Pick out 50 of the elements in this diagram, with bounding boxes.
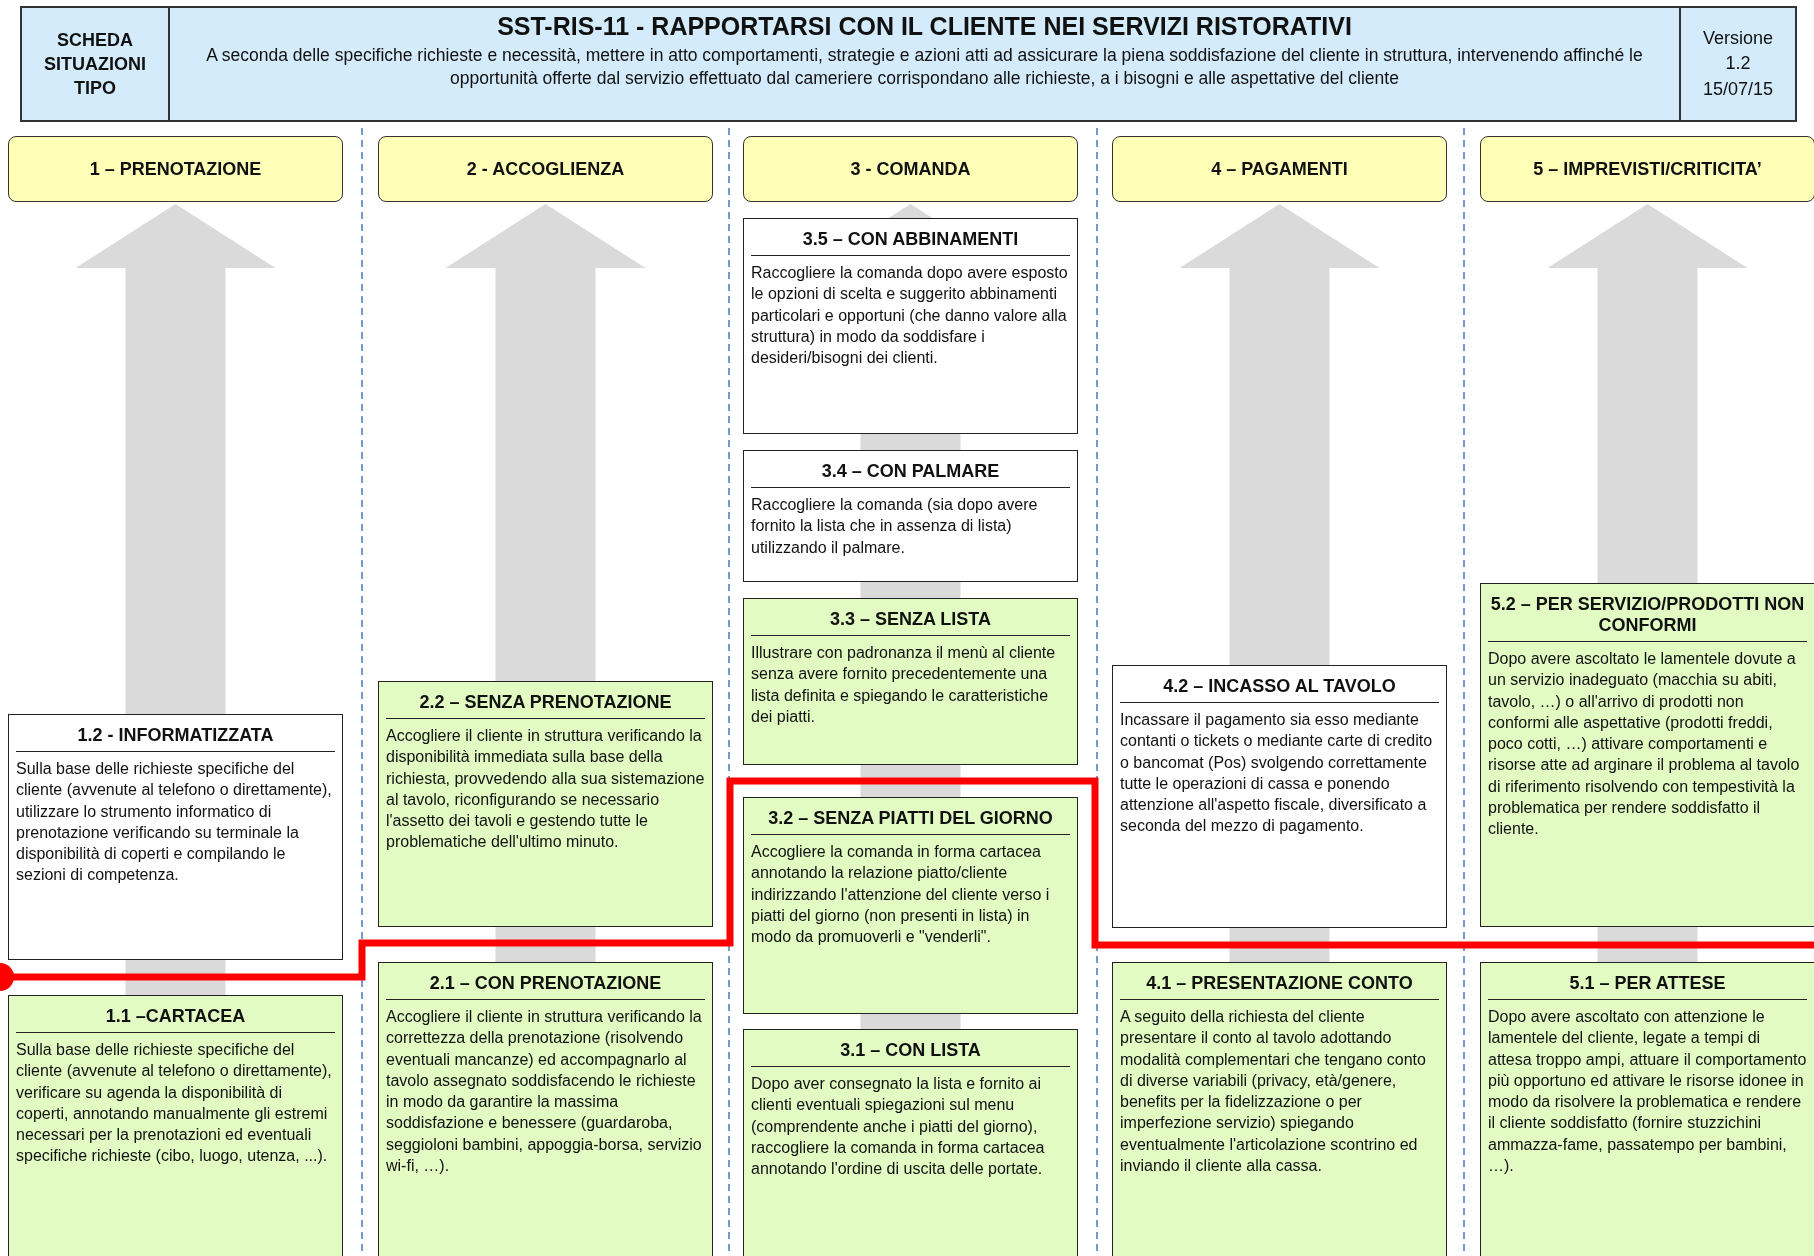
card-heading: 1.2 - INFORMATIZZATA bbox=[16, 719, 335, 752]
card-heading: 3.4 – CON PALMARE bbox=[751, 455, 1070, 488]
step-card bbox=[378, 681, 713, 927]
step-card bbox=[1112, 665, 1447, 928]
column-header: 3 - COMANDA bbox=[743, 136, 1078, 202]
header-label: SCHEDA SITUAZIONI TIPO bbox=[43, 28, 147, 101]
step-card bbox=[1480, 962, 1814, 1256]
card-text: Accogliere la comanda in forma cartacea annotando la relazione piatto/cliente indirizzando l'attenzione del cliente verso i piatti del giorno (non presenti in lista) in modo da promuoverli e "venderli". bbox=[751, 842, 1051, 948]
card-text: Dopo avere ascoltato le lamentele dovute a un servizio inadeguato (macchia su abiti, tavolo, …) o all'arrivo di prodotti non conformi alle aspettative (prodotti freddi, poco cotti, …) attivare comportamenti e risorse atte ad arginare il problema al tavolo di riferimento risolvendo con tempestività la problematica per rendere soddisfatto il cliente. bbox=[1488, 649, 1801, 840]
card-text: Incassare il pagamento sia esso mediante contanti o tickets o mediante carte di credito o bancomat (Pos) svolgendo correttamente tutte le operazioni di cassa e ponendo attenzione all'aspetto fiscale, diversificato a seconda del mezzo di pagamento. bbox=[1120, 710, 1434, 837]
card-heading: 5.1 – PER ATTESE bbox=[1488, 967, 1807, 1000]
step-card bbox=[378, 962, 713, 1256]
card-text: Accogliere il cliente in struttura verificando la correttezza della prenotazione (risolvendo eventuali mancanze) ed accompagnarlo al tavolo assegnato soddisfacendo le richieste in modo da garantire la massima soddisfazione e benessere (guardaroba, seggioloni bambini, appoggia-borsa, servizio wi-fi, …). bbox=[386, 1007, 703, 1176]
column-header: 4 – PAGAMENTI bbox=[1112, 136, 1447, 202]
card-heading: 4.2 – INCASSO AL TAVOLO bbox=[1120, 670, 1439, 703]
column-header: 5 – IMPREVISTI/CRITICITA’ bbox=[1480, 136, 1814, 202]
step-card bbox=[1480, 583, 1814, 927]
card-heading: 5.2 – PER SERVIZIO/PRODOTTI NON CONFORMI bbox=[1488, 588, 1807, 642]
card-heading: 2.1 – CON PRENOTAZIONE bbox=[386, 967, 705, 1000]
version-text: 15/07/15 bbox=[1702, 77, 1774, 101]
column-header: 1 – PRENOTAZIONE bbox=[8, 136, 343, 202]
card-heading: 3.2 – SENZA PIATTI DEL GIORNO bbox=[751, 802, 1070, 835]
card-text: Raccogliere la comanda dopo avere esposto le opzioni di scelta e suggerito abbinamenti particolari e opportuni (che danno valore alla struttura) in modo da soddisfare i desideri/bisogni dei clienti. bbox=[751, 263, 1069, 369]
card-heading: 2.2 – SENZA PRENOTAZIONE bbox=[386, 686, 705, 719]
step-card bbox=[8, 995, 343, 1256]
card-text: Dopo aver consegnato la lista e fornito ai clienti eventuali spiegazioni sul menu (comprendente anche i piatti del giorno), raccogliere la comanda in forma cartacea annotando l'ordine di uscita delle portate. bbox=[751, 1074, 1046, 1180]
card-text: A seguito della richiesta del cliente presentare il conto al tavolo adottando modalità complementari che tengano conto di diverse variabili (privacy, età/genere, benefits per la fidelizzazione o per imperfezione servizio) spiegando eventualmente l'articolazione scontrino ed inviando il cliente alla cassa. bbox=[1120, 1007, 1427, 1176]
version-text: Versione bbox=[1702, 27, 1774, 51]
step-card bbox=[8, 714, 343, 960]
card-text: Raccogliere la comanda (sia dopo avere fornito la lista che in assenza di lista) utilizzando il palmare. bbox=[751, 495, 1039, 558]
card-heading: 3.1 – CON LISTA bbox=[751, 1034, 1070, 1067]
card-heading: 3.3 – SENZA LISTA bbox=[751, 603, 1070, 636]
card-text: Dopo avere ascoltato con attenzione le lamentele del cliente, legate a tempi di attesa troppo ampi, attuare il comportamento più opportuno ed attivare le risorse idonee in modo da risolvere la problematica e rendere il cliente soddisfatto (fornire stuzzichini ammazza-fame, passatempo per bambini, …). bbox=[1488, 1007, 1807, 1176]
card-text: Sulla base delle richieste specifiche del cliente (avvenute al telefono o direttamente), verificare su agenda la disponibilità di coperti, annotando manualmente gli estremi necessari per la prenotazioni ed eventuali specifiche richieste (cibo, luogo, utenza, ...). bbox=[16, 1040, 333, 1167]
step-card bbox=[743, 1029, 1078, 1256]
card-text: Accogliere il cliente in struttura verificando la disponibilità immediata sulla base della richiesta, provvedendo alla sua sistemazione al tavolo, riconfigurando se necessario l'assetto dei tavoli e gestendo tutte le problematiche dell'ultimo minuto. bbox=[386, 726, 705, 853]
version-text: 1.2 bbox=[1725, 52, 1751, 76]
step-card bbox=[743, 598, 1078, 765]
diagram-title: SST-RIS-11 - RAPPORTARSI CON IL CLIENTE NEI SERVIZI RISTORATIVI bbox=[496, 12, 1353, 41]
step-card bbox=[743, 218, 1078, 434]
column-header: 2 - ACCOGLIENZA bbox=[378, 136, 713, 202]
step-card bbox=[743, 797, 1078, 1014]
step-card bbox=[1112, 962, 1447, 1256]
description-text: A seconda delle specifiche richieste e necessità, mettere in atto comportamenti, strategie e azioni atti ad assicurare la piena soddisfazione del cliente in struttura, intervenendo affinché le opportunità offerte dal servizio effettuato dal cameriere corrispondano alle richieste, a i bisogni e alle aspettative del cliente bbox=[205, 44, 1644, 90]
step-card bbox=[743, 450, 1078, 582]
card-heading: 1.1 –CARTACEA bbox=[16, 1000, 335, 1033]
card-heading: 4.1 – PRESENTAZIONE CONTO bbox=[1120, 967, 1439, 1000]
card-text: Illustrare con padronanza il menù al cliente senza avere fornito precedentemente una lista definita e spiegando le caratteristiche dei piatti. bbox=[751, 643, 1057, 727]
card-heading: 3.5 – CON ABBINAMENTI bbox=[751, 223, 1070, 256]
card-text: Sulla base delle richieste specifiche del cliente (avvenute al telefono o direttamente), utilizzare lo strumento informatico di prenotazione verificando su terminale la disponibilità di coperti e compilando le sezioni di competenza. bbox=[16, 759, 333, 886]
